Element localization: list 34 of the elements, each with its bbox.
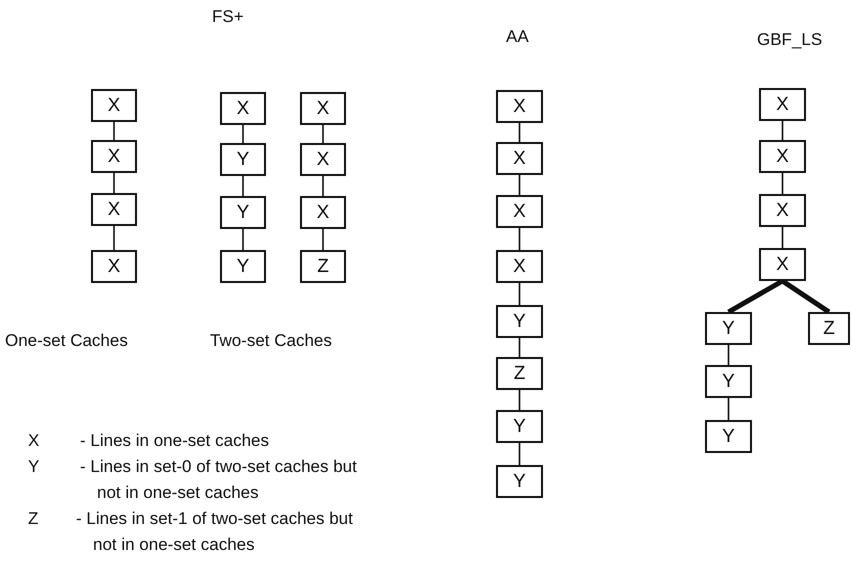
- connector-line: [518, 443, 520, 465]
- connector-line: [113, 122, 115, 140]
- connector-line: [728, 398, 730, 420]
- connector-line: [727, 278, 784, 314]
- connector-line: [322, 125, 324, 143]
- section-heading: FS+: [212, 6, 244, 28]
- connector-line: [113, 226, 115, 250]
- legend-description: - Lines in one-set caches: [80, 430, 270, 452]
- connector-line: [242, 176, 244, 196]
- connector-line: [782, 227, 784, 248]
- connector-line: [518, 283, 520, 305]
- connector-line: [518, 123, 520, 142]
- connector-line: [518, 228, 520, 250]
- connector-line: [518, 338, 520, 357]
- group-caption: One-set Caches: [5, 330, 128, 352]
- legend-key: Z: [28, 506, 38, 532]
- legend-description: - Lines in set-0 of two-set caches but not in one-set caches: [80, 456, 358, 504]
- legend-key: X: [28, 428, 40, 454]
- connector-line: [322, 176, 324, 196]
- legend-key: Y: [28, 454, 40, 480]
- connector-line: [322, 229, 324, 250]
- connector-line: [518, 390, 520, 410]
- connector-line: [518, 175, 520, 195]
- connector-line: [113, 173, 115, 193]
- group-caption: Two-set Caches: [210, 330, 332, 352]
- connector-line: [242, 229, 244, 250]
- section-heading: GBF_LS: [757, 29, 822, 51]
- connector-line: [728, 345, 730, 365]
- legend-description: - Lines in set-1 of two-set caches but not in one-set caches: [76, 508, 354, 556]
- connector-line: [782, 121, 784, 140]
- section-heading: AA: [506, 26, 529, 48]
- connector-line: [242, 125, 244, 143]
- connector-line: [782, 173, 784, 194]
- connector-line: [781, 278, 830, 314]
